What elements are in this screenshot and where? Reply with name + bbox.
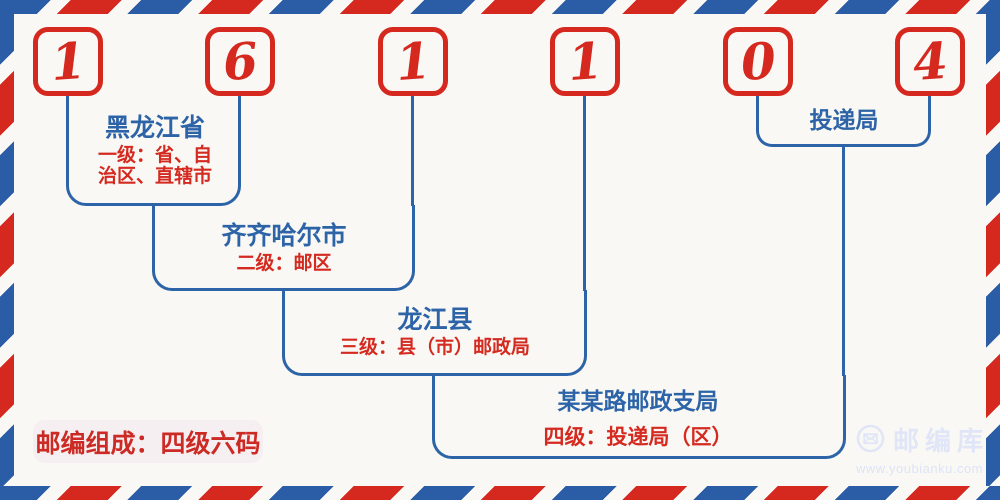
county-level-desc: 三级：县（市）邮政局 xyxy=(339,337,531,358)
digit-box-2: 6 xyxy=(205,27,275,96)
digit-1: 1 xyxy=(48,30,88,92)
digit-box-4: 1 xyxy=(550,27,620,96)
watermark-url: www.youbianku.com xyxy=(856,461,983,476)
postcode-composition-badge: 邮编组成：四级六码 xyxy=(33,420,263,463)
digit-5: 0 xyxy=(738,30,778,92)
digit-4: 1 xyxy=(565,30,605,92)
digit-box-3: 1 xyxy=(378,27,448,96)
bracket-level4 xyxy=(432,375,846,459)
bracket-level1 xyxy=(66,96,241,206)
city-level-desc: 二级：邮区 xyxy=(236,253,332,274)
branch-office-name: 某某路邮政支局 xyxy=(557,388,719,415)
digit-box-6: 4 xyxy=(895,27,965,96)
digit-3: 1 xyxy=(393,30,433,92)
province-level-desc: 一级：省、自 治区、直辖市 xyxy=(97,145,213,187)
bracket-level2 xyxy=(152,205,415,291)
county-name: 龙江县 xyxy=(397,305,473,334)
city-name: 齐齐哈尔市 xyxy=(221,221,347,250)
label-county: 龙江县 三级：县（市）邮政局 xyxy=(339,305,531,359)
digit-6: 4 xyxy=(910,30,950,92)
envelope-icon xyxy=(856,424,885,458)
label-branch-office: 某某路邮政支局 四级：投递局（区） xyxy=(544,388,733,448)
watermark: 邮编库 www.youbianku.com xyxy=(856,424,989,476)
branch-office-level-desc: 四级：投递局（区） xyxy=(543,426,733,449)
label-province: 黑龙江省 一级：省、自 治区、直辖市 xyxy=(97,113,213,188)
label-city: 齐齐哈尔市 二级：邮区 xyxy=(221,221,347,275)
bracket-level3 xyxy=(282,290,587,376)
digit-2: 6 xyxy=(220,30,260,92)
airmail-border-left xyxy=(0,14,14,486)
airmail-border-bottom xyxy=(0,486,1000,500)
delivery-office-name: 投递局 xyxy=(809,107,879,134)
digit-box-5: 0 xyxy=(723,27,793,96)
airmail-border-top xyxy=(0,0,1000,14)
digit-box-1: 1 xyxy=(33,27,103,96)
airmail-border-right xyxy=(986,14,1000,486)
connector-delivery-tail xyxy=(842,146,845,376)
watermark-brand: 邮编库 xyxy=(893,426,990,456)
bracket-delivery xyxy=(756,96,931,147)
label-delivery-office: 投递局 xyxy=(810,107,879,135)
connector-digit3 xyxy=(411,96,414,206)
province-name: 黑龙江省 xyxy=(104,113,206,142)
connector-digit4 xyxy=(583,96,586,291)
